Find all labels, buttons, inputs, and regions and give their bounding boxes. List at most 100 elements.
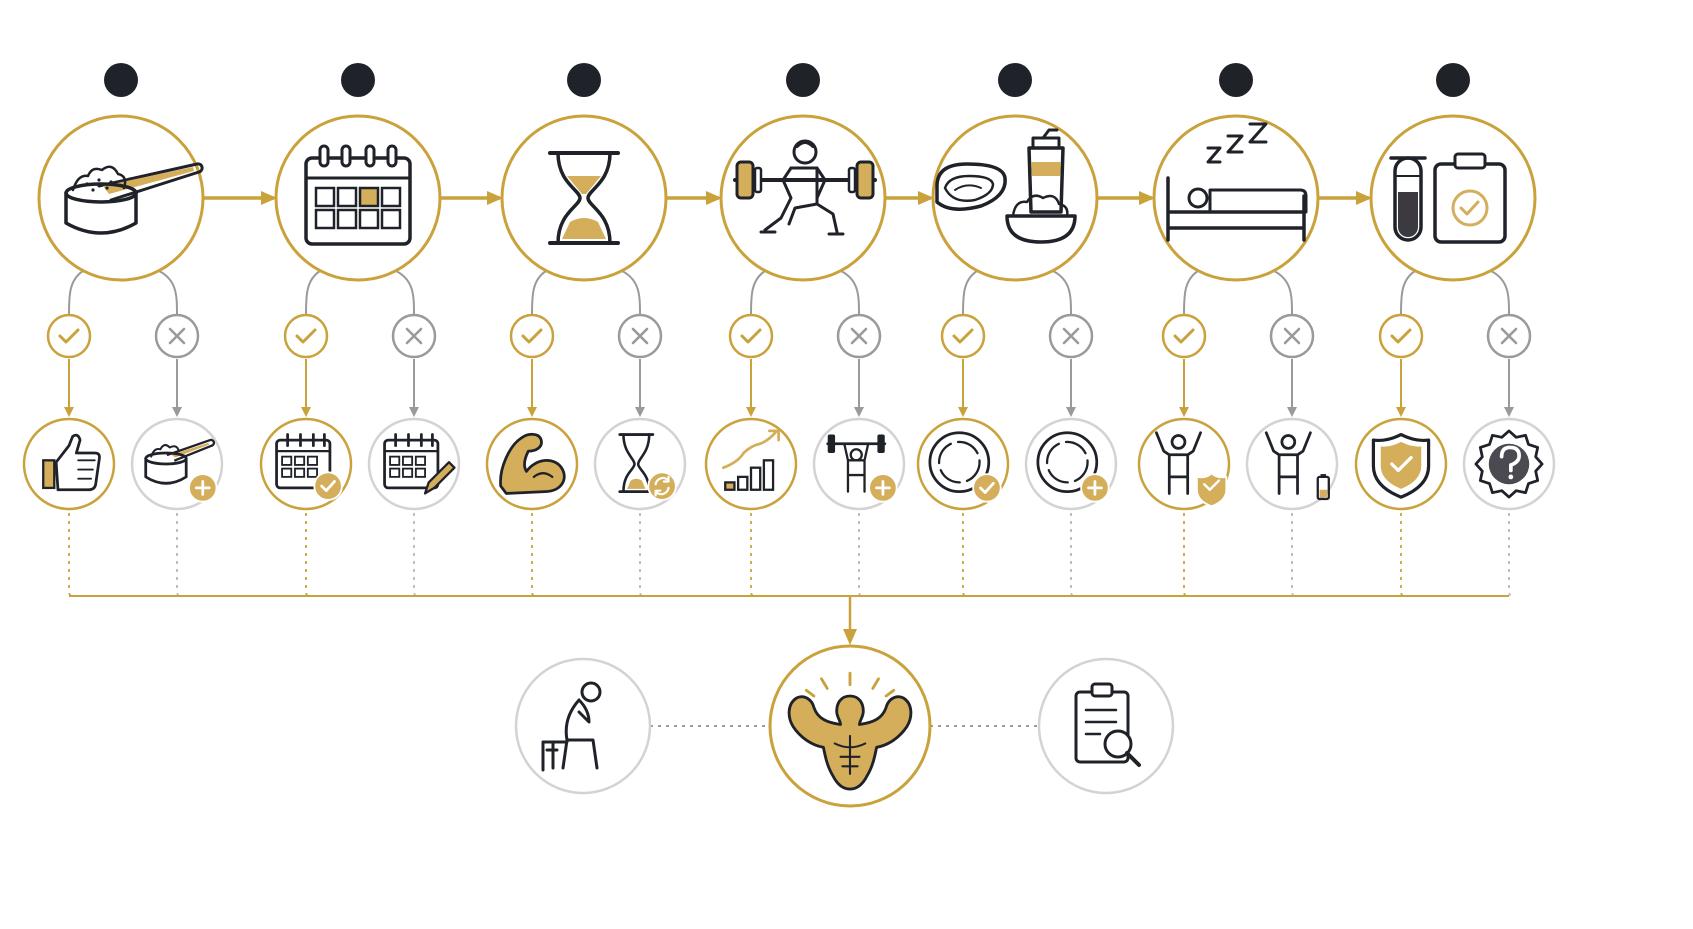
clipboard-magnifier-icon <box>1074 682 1141 767</box>
hourglass-refresh-icon <box>618 433 677 501</box>
step-node-circle <box>274 114 442 282</box>
x-circle-icon <box>850 327 868 345</box>
no-dotted-drop <box>1508 513 1514 597</box>
black-dot-icon <box>998 63 1032 97</box>
protein-scoop-plus-icon <box>144 438 218 503</box>
outcome-right <box>1037 657 1175 795</box>
branch-line-no <box>621 270 641 316</box>
thumbs-up-icon <box>42 433 101 492</box>
yes-decision-circle <box>728 313 774 359</box>
check-circle-icon <box>295 328 317 344</box>
diagram-nodes <box>22 63 1556 511</box>
outcome-right-circle <box>1037 657 1175 795</box>
branch-line-yes <box>68 270 84 316</box>
yes-dotted-drop <box>68 513 74 597</box>
growth-chart-icon <box>722 429 780 491</box>
hourglass-icon <box>548 151 620 245</box>
protein-foods-icon <box>935 128 1077 244</box>
protein-scoop-icon <box>64 162 204 235</box>
yes-decision-circle <box>1161 313 1207 359</box>
connector-lines <box>64 191 1514 645</box>
branch-line-yes <box>305 270 321 316</box>
black-dot-icon <box>341 63 375 97</box>
shield-check-icon <box>1371 432 1431 499</box>
step-1 <box>22 63 224 511</box>
yes-dotted-drop <box>750 513 756 597</box>
step-5 <box>916 63 1118 511</box>
step-node-circle <box>931 114 1099 282</box>
yes-dotted-drop <box>962 513 968 597</box>
no-dotted-drop <box>1070 513 1076 597</box>
barbell-squat-icon <box>733 139 877 236</box>
branch-line-yes <box>1400 270 1416 316</box>
calendar-edit-icon <box>383 433 456 495</box>
yes-result-circle <box>22 417 116 511</box>
person-low-battery-icon <box>1264 431 1330 501</box>
no-dotted-drop <box>1291 513 1297 597</box>
branch-line-no <box>840 270 860 316</box>
x-circle-icon <box>168 327 186 345</box>
check-circle-icon <box>58 328 80 344</box>
branch-line-yes <box>962 270 978 316</box>
x-circle-icon <box>631 327 649 345</box>
calendar-icon <box>304 144 412 246</box>
black-dot-icon <box>104 63 138 97</box>
check-circle-icon <box>1390 328 1412 344</box>
outcome-center <box>768 644 932 808</box>
outcome-row <box>514 644 1175 808</box>
step-4 <box>704 63 906 511</box>
person-shield-icon <box>1155 431 1228 508</box>
no-dotted-drop <box>413 513 419 597</box>
calendar-check-icon <box>275 433 343 501</box>
step-node-circle <box>500 114 668 282</box>
thinking-person-icon <box>541 681 602 772</box>
yes-result-circle <box>704 417 798 511</box>
outcome-left-circle <box>514 657 652 795</box>
check-circle-icon <box>1173 328 1195 344</box>
check-circle-icon <box>521 328 543 344</box>
branch-line-no <box>1052 270 1072 316</box>
no-dotted-drop <box>858 513 864 597</box>
yes-dotted-drop <box>531 513 537 597</box>
black-dot-icon <box>1436 63 1470 97</box>
no-dotted-drop <box>639 513 645 597</box>
x-circle-icon <box>1500 327 1518 345</box>
step-2 <box>259 63 461 511</box>
yes-decision-circle <box>46 313 92 359</box>
plate-check-icon <box>928 431 1002 503</box>
branch-line-no <box>1273 270 1293 316</box>
x-circle-icon <box>405 327 423 345</box>
branch-line-no <box>158 270 178 316</box>
yes-dotted-drop <box>1183 513 1189 597</box>
step-node-circle <box>1152 114 1320 282</box>
flexed-bicep-icon <box>499 432 566 495</box>
branch-line-yes <box>1183 270 1199 316</box>
muscular-torso-icon <box>787 671 913 791</box>
yes-decision-circle <box>509 313 555 359</box>
branch-line-no <box>1490 270 1510 316</box>
check-circle-icon <box>952 328 974 344</box>
yes-decision-circle <box>940 313 986 359</box>
yes-dotted-drop <box>1400 513 1406 597</box>
outcome-left <box>514 657 652 795</box>
black-dot-icon <box>567 63 601 97</box>
question-badge-icon <box>1474 429 1544 499</box>
check-circle-icon <box>740 328 762 344</box>
step-6 <box>1137 63 1339 511</box>
step-7 <box>1354 63 1556 511</box>
black-dot-icon <box>786 63 820 97</box>
yes-decision-circle <box>1378 313 1424 359</box>
branch-line-yes <box>531 270 547 316</box>
plate-plus-icon <box>1036 431 1110 503</box>
yes-decision-circle <box>283 313 329 359</box>
test-tube-clipboard-icon <box>1389 152 1507 244</box>
black-dot-icon <box>1219 63 1253 97</box>
yes-dotted-drop <box>305 513 311 597</box>
branch-line-yes <box>750 270 766 316</box>
no-dotted-drop <box>176 513 182 597</box>
sleep-bed-icon <box>1166 122 1308 242</box>
branch-line-no <box>395 270 415 316</box>
weightlifter-plus-icon <box>826 434 898 503</box>
x-circle-icon <box>1062 327 1080 345</box>
